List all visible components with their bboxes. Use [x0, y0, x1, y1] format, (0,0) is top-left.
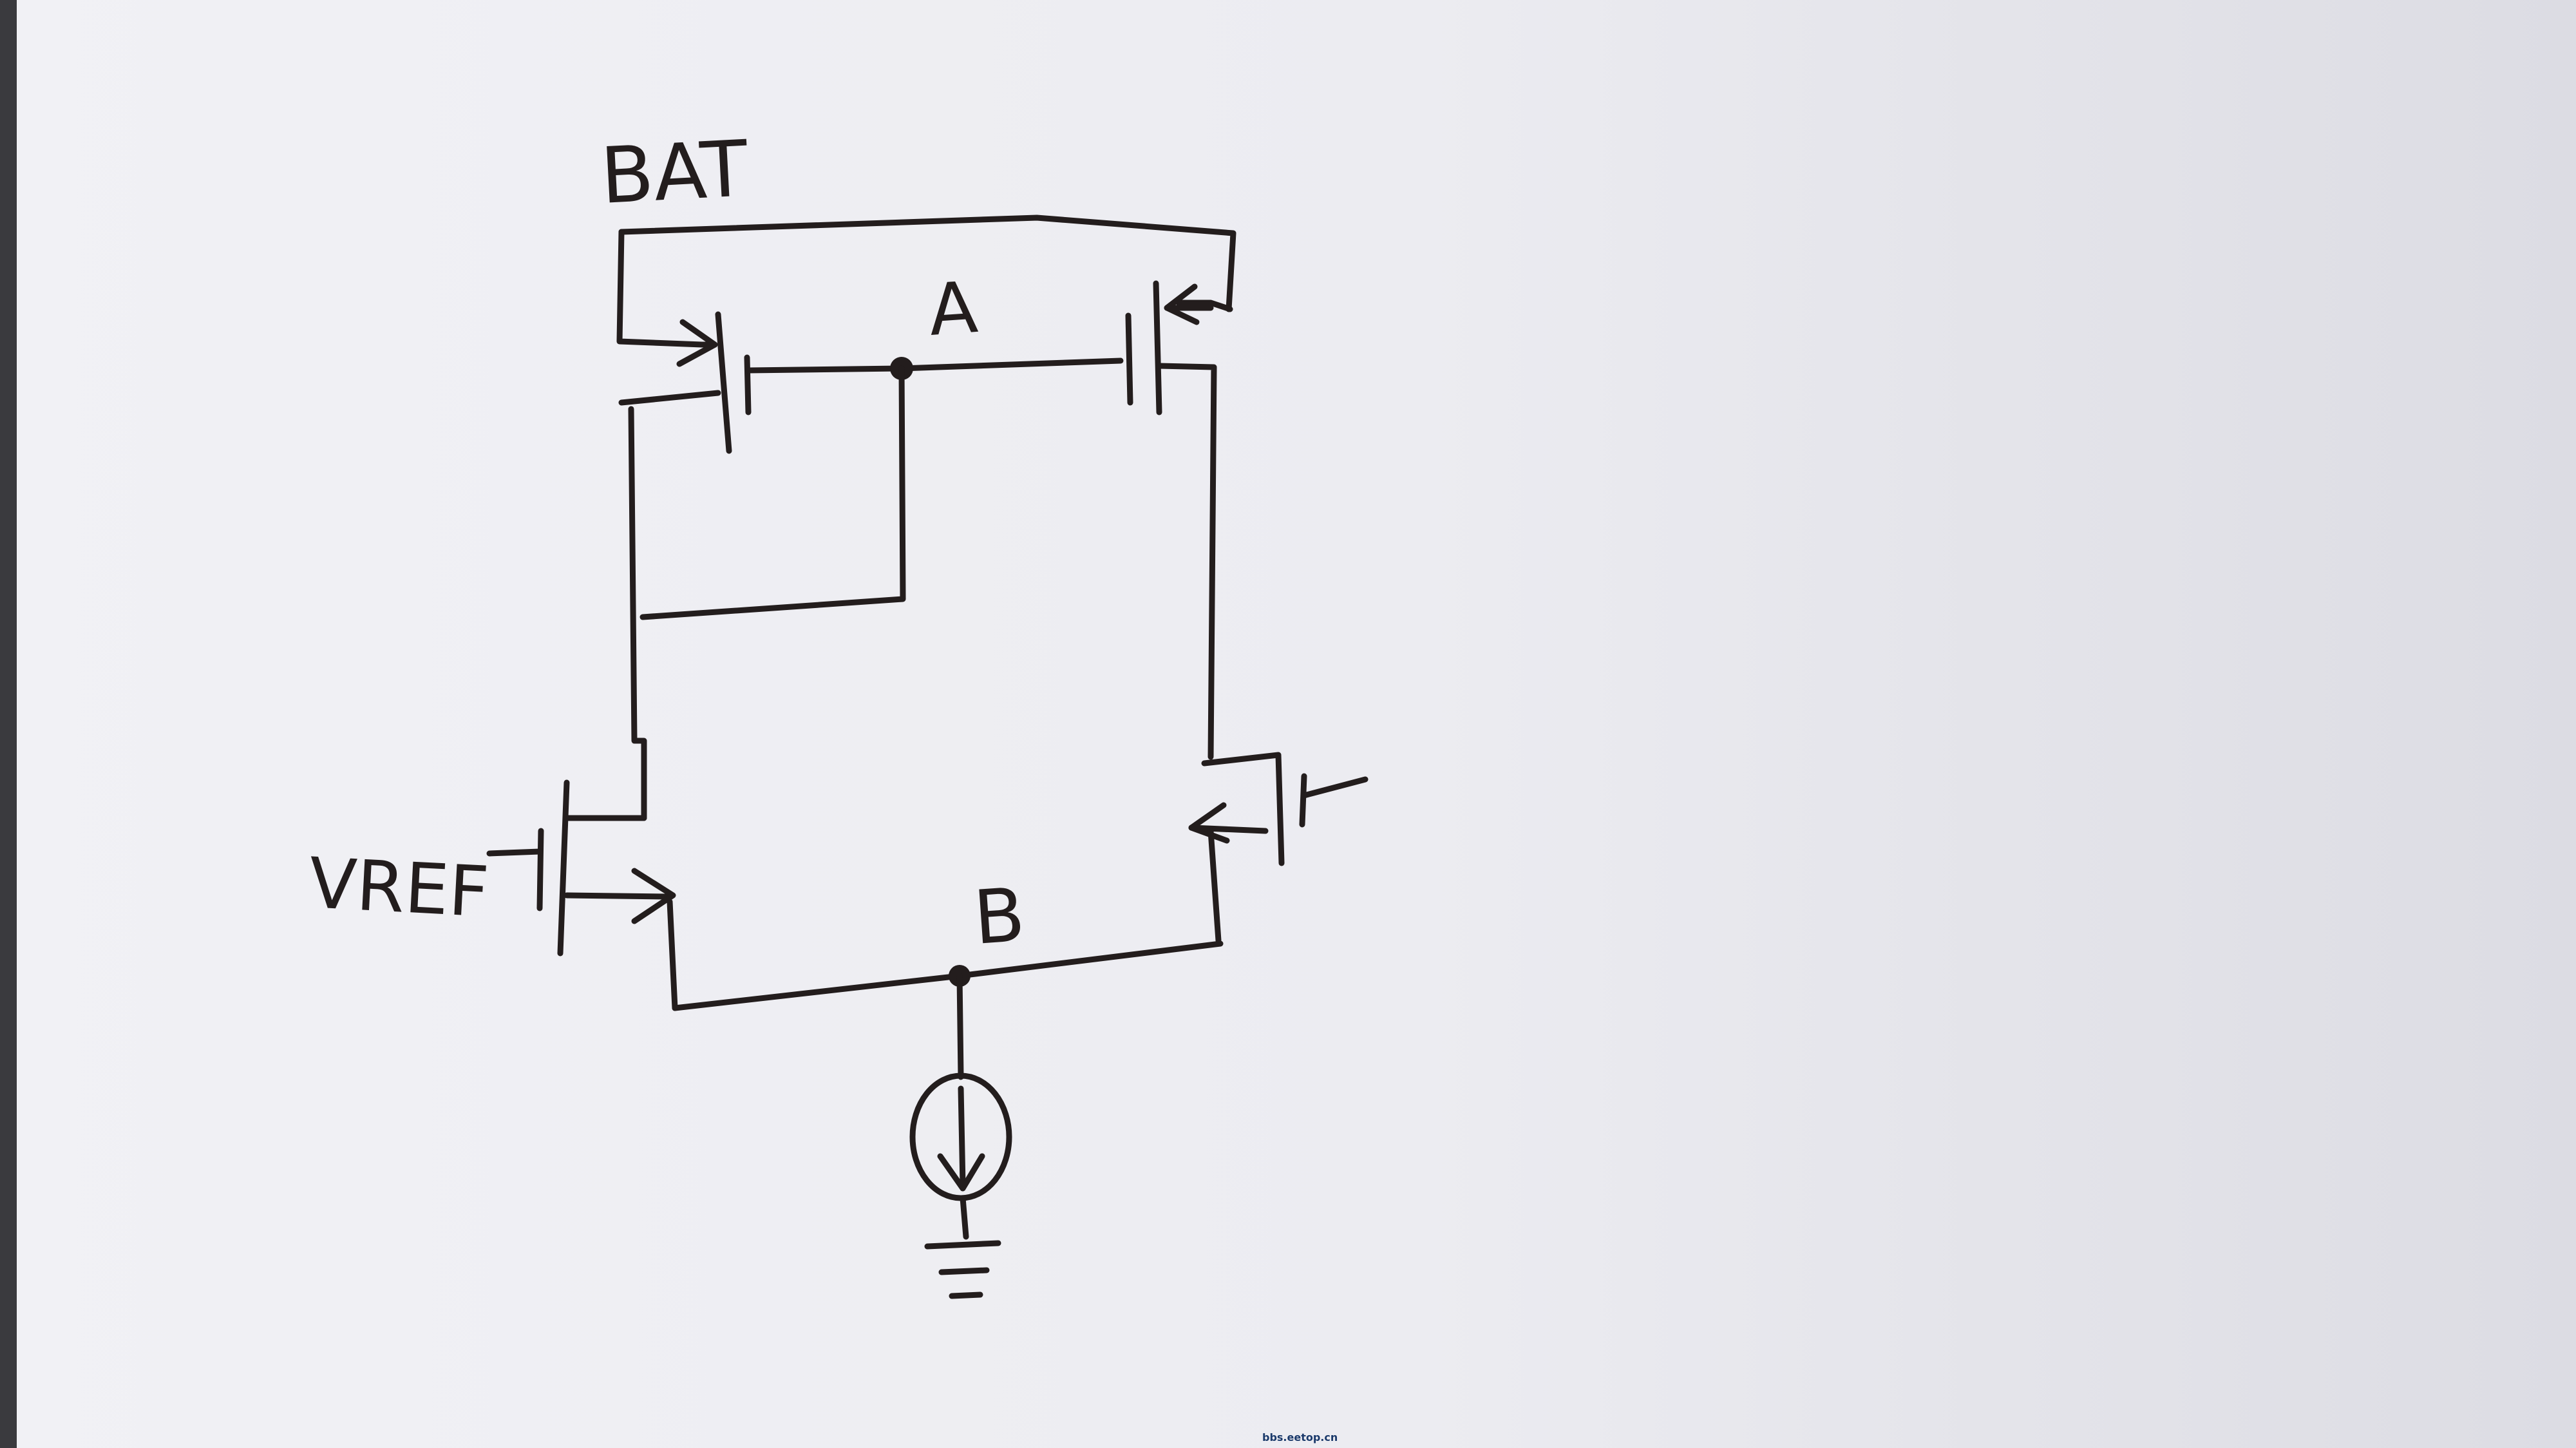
current-source-arrow-head — [937, 1153, 985, 1192]
nmos-right-source-wire — [1208, 828, 1222, 944]
label-bat: BAT — [598, 124, 750, 222]
pmos-left-transistor — [618, 311, 752, 454]
pmos-left-gate-plate — [744, 354, 752, 415]
pmos-right-drain-wire — [1156, 363, 1217, 760]
pmos-right-source-stub — [1175, 300, 1233, 312]
nmos-left-transistor — [486, 779, 678, 1011]
label-node-b: B — [971, 872, 1028, 962]
pmos-right-transistor — [1125, 280, 1233, 760]
nmos-right-transistor — [1188, 752, 1368, 944]
left-drain-wire — [628, 406, 647, 821]
pmos-right-gate-plate — [1125, 312, 1133, 406]
nmos-right-gate-lead — [1301, 776, 1368, 799]
nmos-right-gate-plate — [1299, 773, 1307, 828]
watermark: bbs.eetop.cn — [1262, 1431, 1338, 1443]
nmos-left-source-stub — [564, 892, 673, 900]
bat-rail-wire — [618, 214, 1236, 312]
vref-gate-lead — [486, 848, 543, 857]
paper-left-edge — [0, 0, 17, 1448]
current-source-bottom-lead — [960, 1195, 969, 1240]
current-source-top-lead — [956, 973, 964, 1080]
label-node-a: A — [926, 266, 980, 352]
ground-symbol — [924, 1240, 1001, 1299]
label-vref: VREF — [307, 843, 491, 933]
diode-connection-wire — [639, 365, 906, 620]
nmos-left-channel — [557, 779, 570, 957]
nmos-left-gate-plate — [536, 828, 544, 911]
pmos-left-drain-stub — [618, 390, 721, 406]
current-source-arrow-shaft — [958, 1085, 966, 1188]
pmos-right-channel — [1153, 280, 1162, 415]
pmos-left-channel — [715, 311, 732, 454]
nmos-left-source-arrow — [631, 868, 676, 924]
bat-left-drop-wire — [616, 229, 705, 348]
tail-current-source — [909, 973, 1012, 1240]
nmos-right-channel — [1201, 752, 1285, 866]
